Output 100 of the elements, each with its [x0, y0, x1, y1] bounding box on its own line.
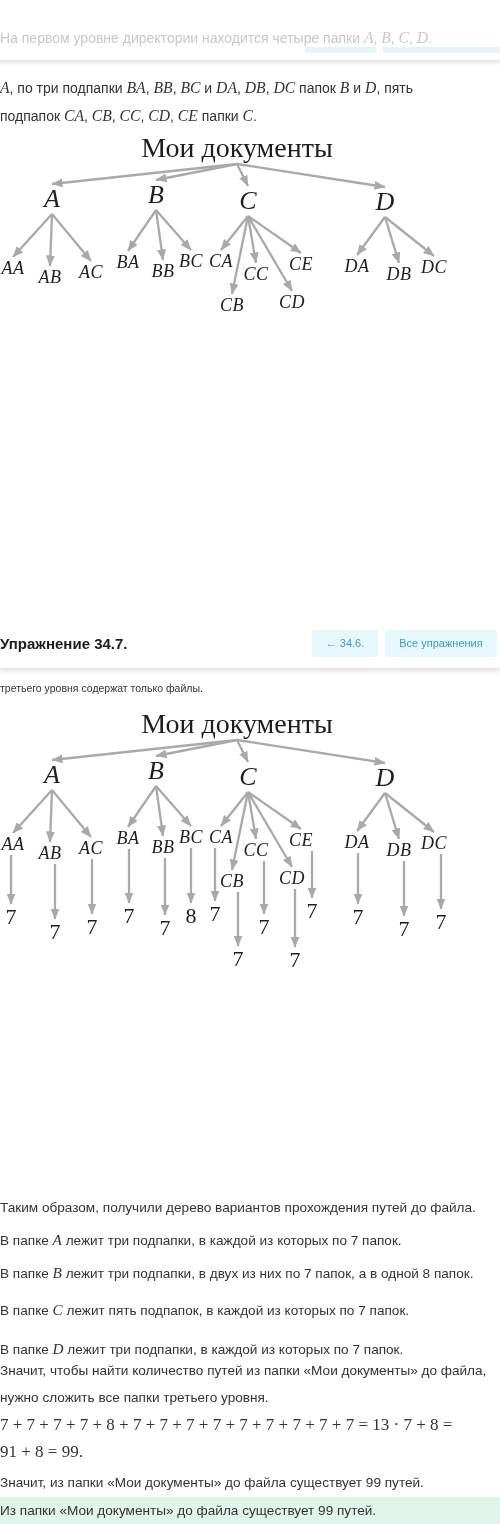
paragraph: Значит, чтобы найти количество путей из папки «Мои документы» до файла, нужно сложить все папки третьего уровня. [0, 1362, 488, 1407]
arrow [127, 209, 157, 252]
paragraph: В папке A лежит три подпапки, в каждой из которых по 7 папок. [0, 1231, 402, 1250]
subfolder-name: CA [207, 252, 235, 270]
paragraph: В папке D лежит три подпапки, в каждой из которых по 7 папок. [0, 1340, 404, 1359]
paragraph: A, по три подпапки BA, BB, BC и DA, DB, DC папок B и D, пять подпапок CA, CB, CC, CD, CE папки C. [0, 78, 415, 126]
arrow [247, 215, 293, 292]
subfolder-name: CE [287, 255, 315, 273]
arrow [51, 213, 92, 262]
file-count: 7 [304, 900, 320, 922]
arrow [12, 213, 53, 258]
subfolder-name: DA [342, 257, 372, 275]
subfolder-name: BC [177, 828, 205, 846]
file-count: 7 [350, 906, 366, 928]
paragraph: третьего уровня содержат только файлы. [0, 681, 203, 696]
subfolder-name: BC [177, 252, 205, 270]
subfolder-name: CC [241, 265, 271, 283]
subfolder-name: AB [36, 844, 64, 862]
file-count: 7 [287, 949, 303, 971]
folder-name: B [146, 758, 166, 784]
arrow [235, 739, 250, 763]
arrow [87, 859, 97, 915]
arrow [353, 853, 363, 905]
arrow [247, 791, 302, 830]
back-button: ← 34.6. [312, 630, 378, 657]
subfolder-name: CB [218, 872, 246, 890]
folder-name: B [146, 182, 166, 208]
file-count: 7 [157, 917, 173, 939]
subfolder-name: BA [114, 253, 142, 271]
arrow [210, 848, 220, 902]
subfolder-name: CD [277, 293, 307, 311]
folder-name: A [42, 762, 62, 788]
subfolder-name: BB [149, 262, 177, 280]
folder-name: C [237, 188, 259, 214]
arrow [220, 791, 249, 827]
arrow [259, 861, 269, 915]
subfolder-name: DB [384, 841, 414, 859]
root-folder-name: Мои документы [139, 134, 335, 162]
subfolder-name: BB [149, 838, 177, 856]
subfolder-name: DB [384, 265, 414, 283]
arrow [235, 163, 250, 187]
arrow [233, 892, 243, 947]
subfolder-name: DC [419, 834, 449, 852]
file-count: 7 [230, 948, 246, 970]
paragraph: В папке C лежит пять подпапок, в каждой из которых по 7 папок. [0, 1301, 410, 1320]
root-folder-name: Мои документы [139, 710, 335, 738]
subfolder-name: AB [36, 268, 64, 286]
arrow [236, 738, 386, 766]
arrow [160, 858, 170, 916]
paragraph: Значит, из папки «Мои документы» до файла существует 99 путей. [0, 1474, 424, 1492]
arrow [155, 209, 192, 251]
file-count: 8 [183, 905, 199, 927]
equation: 7 + 7 + 7 + 7 + 8 + 7 + 7 + 7 + 7 + 7 + 7 + 7 + 7 + 7 = 13 · 7 + 8 = 91 + 8 = 99. [0, 1414, 454, 1463]
arrow [186, 848, 196, 904]
file-count: 7 [84, 916, 100, 938]
arrow [246, 791, 259, 840]
file-count: 7 [207, 903, 223, 925]
arrow [51, 789, 92, 838]
arrow [229, 791, 250, 871]
arrow [220, 215, 249, 251]
paragraph: В папке B лежит три подпапки, в двух из них по 7 папок, а в одной 8 папок. [0, 1264, 474, 1283]
arrow [45, 213, 55, 267]
subfolder-name: AC [77, 263, 105, 281]
arrow [12, 789, 53, 834]
file-count: 7 [433, 911, 449, 933]
arrow [154, 785, 166, 837]
subfolder-name: CC [241, 841, 271, 859]
file-count: 7 [256, 916, 272, 938]
arrow [229, 215, 250, 295]
subfolder-name: AA [0, 835, 27, 853]
subfolder-name: CB [218, 296, 246, 314]
subfolder-name: AC [77, 839, 105, 857]
folder-name: D [373, 189, 397, 215]
arrow [155, 738, 238, 759]
exercise-heading: Упражнение 34.7. [0, 635, 128, 653]
folder-name: D [373, 765, 397, 791]
arrow [236, 162, 386, 190]
arrow [384, 792, 435, 833]
arrow [155, 162, 238, 183]
subfolder-name: DA [342, 833, 372, 851]
subfolder-name: CE [287, 831, 315, 849]
subfolder-name: DC [419, 258, 449, 276]
arrow [124, 849, 134, 904]
arrow [383, 216, 401, 264]
arrow [155, 785, 192, 827]
folder-name: C [237, 764, 259, 790]
all-exercises-button: Все упражнения [385, 630, 497, 657]
arrow [356, 216, 386, 256]
file-count: 7 [3, 906, 19, 928]
arrow [247, 791, 293, 868]
arrow [45, 789, 55, 843]
file-count: 7 [121, 905, 137, 927]
folder-name: A [42, 186, 62, 212]
arrow [154, 209, 166, 261]
subfolder-name: CA [207, 828, 235, 846]
arrow [247, 215, 302, 254]
arrow [6, 855, 16, 905]
arrow [307, 851, 317, 899]
subfolder-name: CD [277, 869, 307, 887]
arrow [356, 792, 386, 832]
